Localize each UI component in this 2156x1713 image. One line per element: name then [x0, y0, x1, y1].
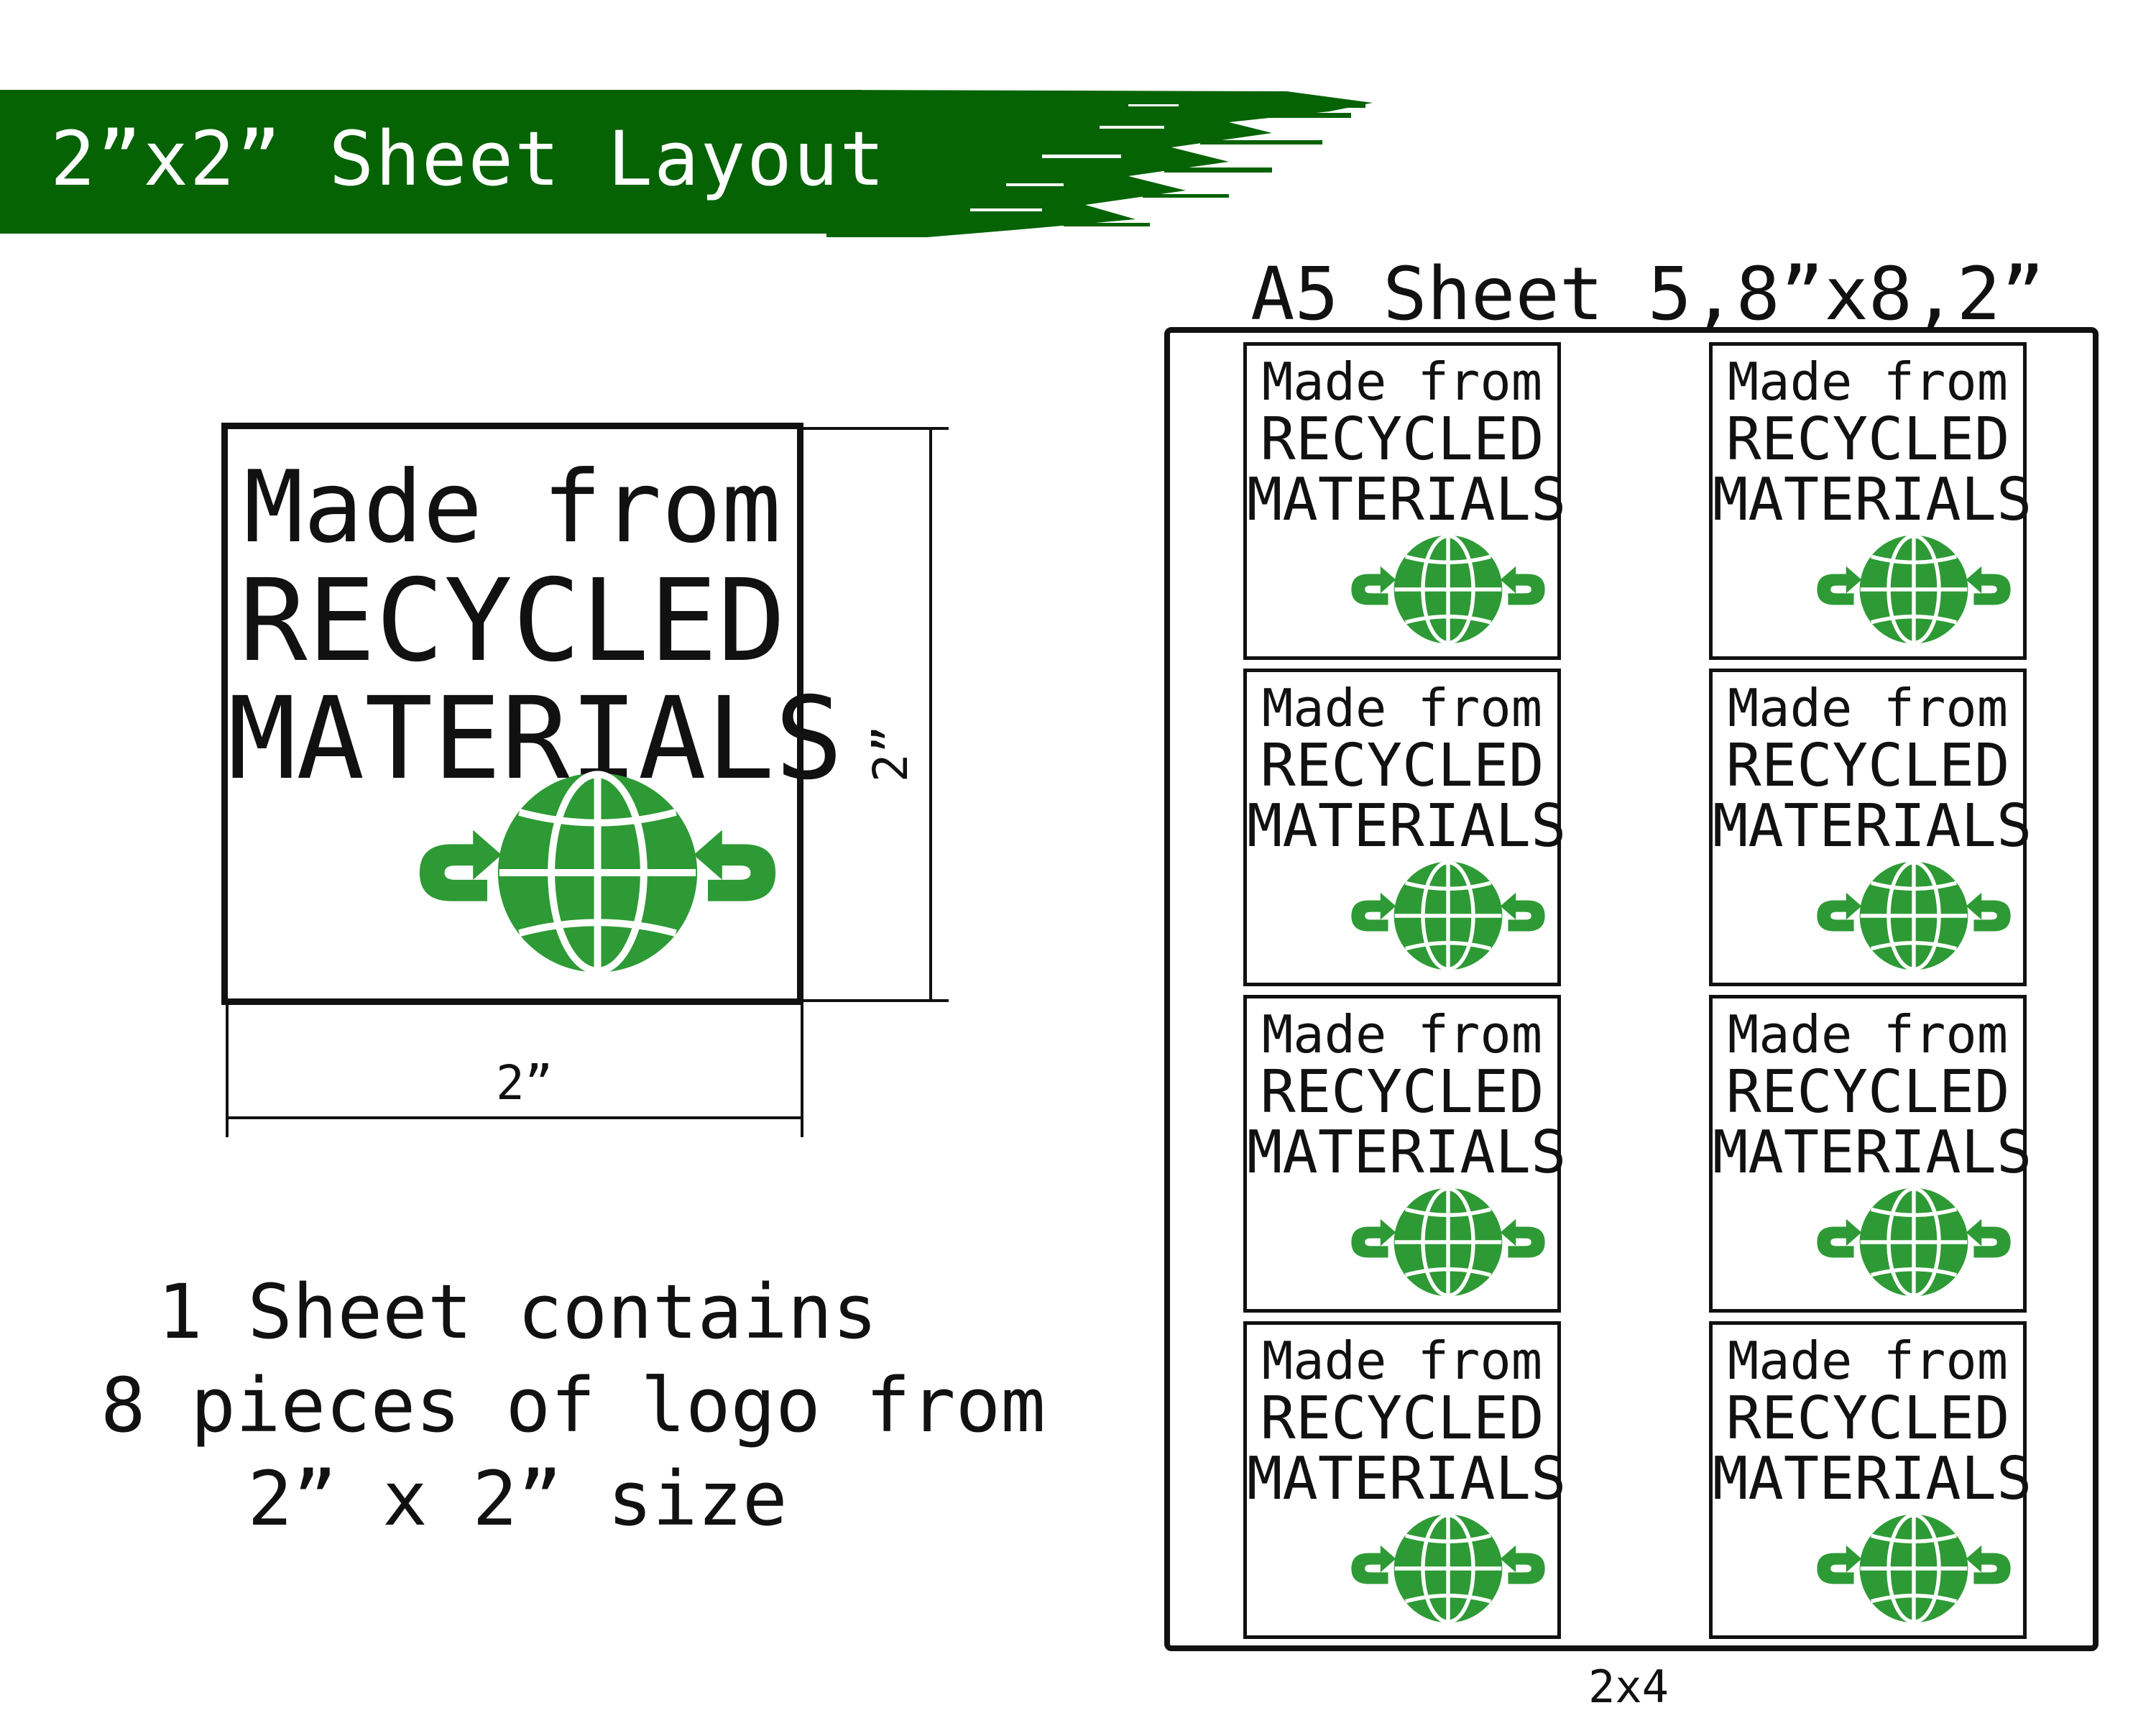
logo-line-materials: MATERIALS	[1247, 466, 1567, 534]
logo-line-made-from: Made from	[244, 449, 781, 565]
logo-line-made-from: Made from	[1727, 1331, 2009, 1391]
logo-line-made-from: Made from	[1261, 678, 1543, 738]
globe-recycle-icon	[1348, 1512, 1549, 1625]
logo-line-recycled: RECYCLED	[1726, 1058, 2010, 1126]
sheet-logo: Made from RECYCLED MATERIALS	[1243, 1321, 1567, 1639]
brush-stroke-decoration	[826, 90, 1373, 237]
logo-line-made-from: Made from	[1727, 678, 2009, 738]
sheet-title: A5 Sheet 5,8”x8,2”	[1250, 252, 2045, 337]
globe-recycle-icon	[1348, 1185, 1549, 1299]
logo-line-made-from: Made from	[1261, 1331, 1543, 1391]
page-title: 2”x2” Sheet Layout	[50, 115, 887, 203]
logo-line-materials: MATERIALS	[1713, 792, 2032, 860]
sheet-logo: Made from RECYCLED MATERIALS	[1243, 995, 1567, 1313]
logo-line-materials: MATERIALS	[1713, 1445, 2032, 1513]
info-line-2: 8 pieces of logo from	[101, 1361, 1046, 1449]
sheet-info: 1 Sheet contains 8 pieces of logo from 2…	[101, 1265, 1046, 1546]
logo-line-materials: MATERIALS	[1713, 466, 2032, 534]
globe-recycle-icon	[1348, 859, 1549, 973]
logo-line-materials: MATERIALS	[1247, 1119, 1567, 1187]
sheet-logo: Made from RECYCLED MATERIALS	[1709, 995, 2032, 1313]
logo-line-recycled: RECYCLED	[1260, 732, 1544, 800]
info-line-3: 2” x 2” size	[247, 1455, 788, 1543]
header-banner	[0, 90, 862, 234]
logo-line-recycled: RECYCLED	[1260, 405, 1544, 474]
logo-line-made-from: Made from	[1727, 1004, 2009, 1065]
height-dimension-label: 2”	[863, 725, 919, 783]
logo-preview: Made from RECYCLED MATERIALS	[221, 423, 844, 1005]
width-dimension-label: 2”	[496, 1055, 553, 1111]
logo-line-recycled: RECYCLED	[1260, 1384, 1544, 1453]
sheet-logo: Made from RECYCLED MATERIALS	[1709, 1321, 2032, 1639]
layout-label: 2x4	[1588, 1661, 1669, 1713]
globe-recycle-icon	[1813, 859, 2014, 973]
logo-line-made-from: Made from	[1261, 352, 1543, 412]
info-line-1: 1 Sheet contains	[157, 1268, 877, 1356]
sheet-logo: Made from RECYCLED MATERIALS	[1243, 342, 1567, 660]
logo-line-recycled: RECYCLED	[1726, 732, 2010, 800]
logo-line-made-from: Made from	[1727, 352, 2009, 412]
logo-line-recycled: RECYCLED	[1726, 405, 2010, 474]
a5-sheet-frame	[1164, 327, 2099, 1651]
globe-recycle-icon	[1813, 533, 2014, 646]
logo-line-recycled: RECYCLED	[239, 555, 786, 687]
logo-line-recycled: RECYCLED	[1726, 1384, 2010, 1453]
logo-line-recycled: RECYCLED	[1260, 1058, 1544, 1126]
logo-line-materials: MATERIALS	[1247, 792, 1567, 860]
logo-line-materials: MATERIALS	[228, 673, 844, 805]
logo-line-materials: MATERIALS	[1247, 1445, 1567, 1513]
globe-recycle-icon	[1348, 533, 1549, 646]
sheet-logo: Made from RECYCLED MATERIALS	[1709, 669, 2032, 986]
sheet-logo: Made from RECYCLED MATERIALS	[1243, 669, 1567, 986]
globe-recycle-icon	[1813, 1512, 2014, 1625]
logo-line-made-from: Made from	[1261, 1004, 1543, 1065]
logo-line-materials: MATERIALS	[1713, 1119, 2032, 1187]
globe-recycle-icon	[1813, 1185, 2014, 1299]
sheet-logo: Made from RECYCLED MATERIALS	[1709, 342, 2032, 660]
